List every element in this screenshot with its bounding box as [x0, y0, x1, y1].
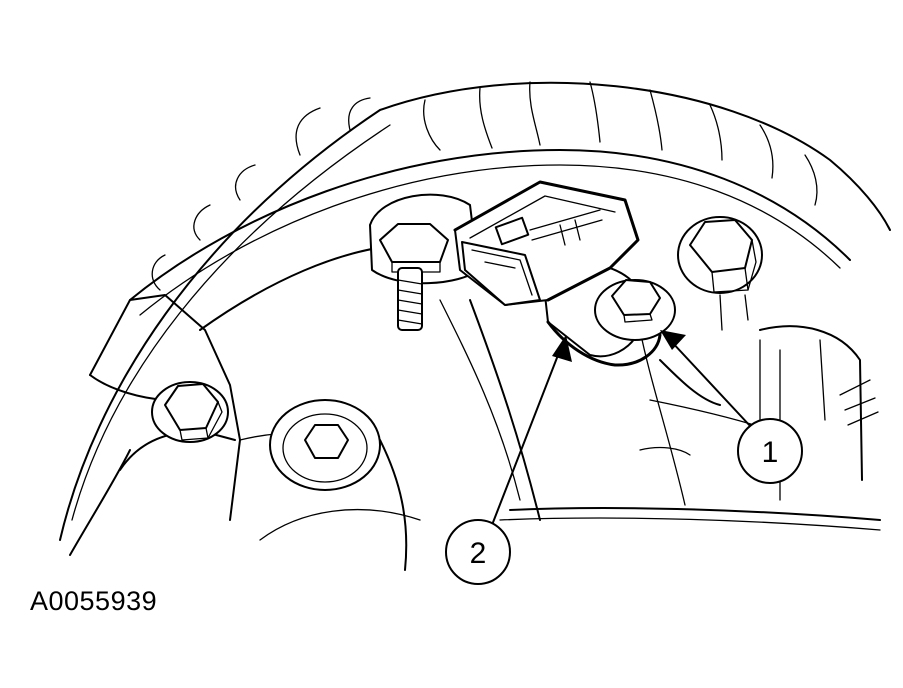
hex-bolt-lower-left [151, 381, 229, 443]
figure-id: A0055939 [30, 586, 158, 616]
stud-bolt [369, 193, 479, 331]
callout-2: 2 [445, 519, 511, 585]
hex-bolt-upper-right [677, 216, 763, 331]
callout-1: 1 [737, 418, 803, 484]
callout-2-number: 2 [470, 537, 487, 570]
housing-outline [59, 81, 891, 541]
callout-leaders [491, 330, 753, 526]
callout-1-number: 1 [762, 436, 779, 469]
socket-plug [269, 399, 381, 491]
sensor-bolt [594, 279, 676, 341]
